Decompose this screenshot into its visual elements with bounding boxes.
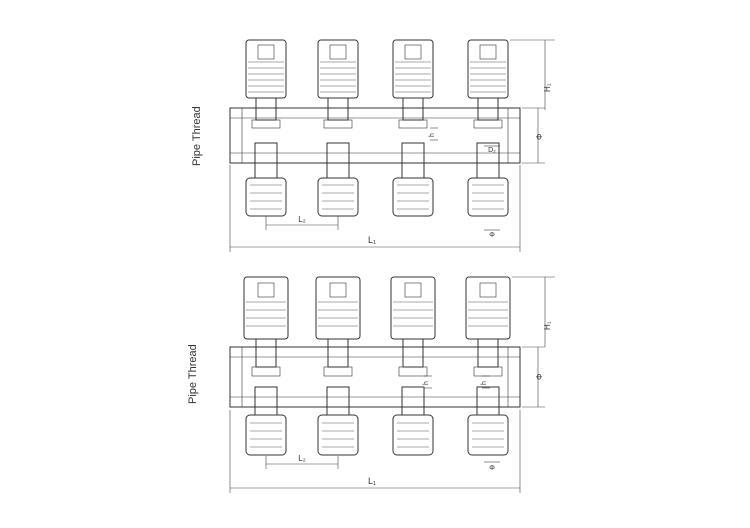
outlet-1	[245, 142, 287, 217]
valve-2	[315, 276, 361, 377]
outlet-4	[467, 142, 509, 217]
dimension-phi-body: Φ	[522, 107, 545, 164]
outlet-2	[317, 142, 359, 217]
dimension-D2: D₂	[484, 145, 500, 154]
outlet-3	[392, 386, 434, 456]
label-H1: H₁	[543, 83, 552, 92]
valve-3	[392, 39, 434, 129]
label-L2: L₂	[298, 454, 306, 463]
label-D2: D₂	[488, 147, 496, 154]
manifold-body	[229, 107, 521, 164]
label-L1: L₁	[368, 476, 376, 486]
manifold-body	[229, 346, 521, 408]
valve-1	[245, 39, 287, 129]
manifold-drawing-bottom: L₁ L₂ H₁ Φ Φ h	[187, 276, 555, 493]
dimension-h-left: h	[423, 375, 432, 389]
dimension-phi-body: Φ	[522, 346, 545, 408]
valve-2	[317, 39, 359, 129]
label-phi-body: Φ	[535, 374, 544, 380]
outlet-4	[467, 386, 509, 456]
outlet-1	[245, 386, 287, 456]
label-L1: L₁	[368, 235, 376, 245]
dimension-phi-outlet: Φ	[484, 229, 500, 239]
dimension-L2: L₂	[265, 454, 339, 469]
dimension-H1: H₁	[510, 39, 555, 110]
outlet-3	[392, 142, 434, 217]
dimension-L1: L₁	[229, 410, 521, 493]
dimension-h-right: h	[481, 375, 490, 389]
label-phi-body: Φ	[535, 134, 544, 140]
label-L2: L₂	[298, 215, 306, 224]
outlet-2	[317, 386, 359, 456]
dimension-H1: H₁	[512, 276, 555, 347]
dimension-L2: L₂	[265, 215, 339, 230]
dimension-phi-outlet: Φ	[484, 461, 500, 472]
valve-1	[243, 276, 289, 377]
dimension-L1: L₁	[229, 165, 521, 252]
label-phi-outlet: Φ	[489, 465, 495, 472]
valve-4	[465, 276, 511, 377]
label-h: h	[481, 381, 488, 385]
manifold-drawing-top: L₁ L₂ H₁ Φ Φ D₂ h	[191, 39, 555, 252]
valve-3	[390, 276, 436, 377]
valve-4	[467, 39, 509, 129]
pipe-thread-label: Pipe Thread	[187, 344, 199, 404]
label-h: h	[423, 381, 430, 385]
label-H1: H₁	[543, 321, 552, 330]
label-phi-outlet: Φ	[489, 232, 495, 239]
pipe-thread-label: Pipe Thread	[191, 106, 203, 166]
label-h: h	[429, 133, 436, 137]
dimension-h: h	[429, 127, 438, 141]
